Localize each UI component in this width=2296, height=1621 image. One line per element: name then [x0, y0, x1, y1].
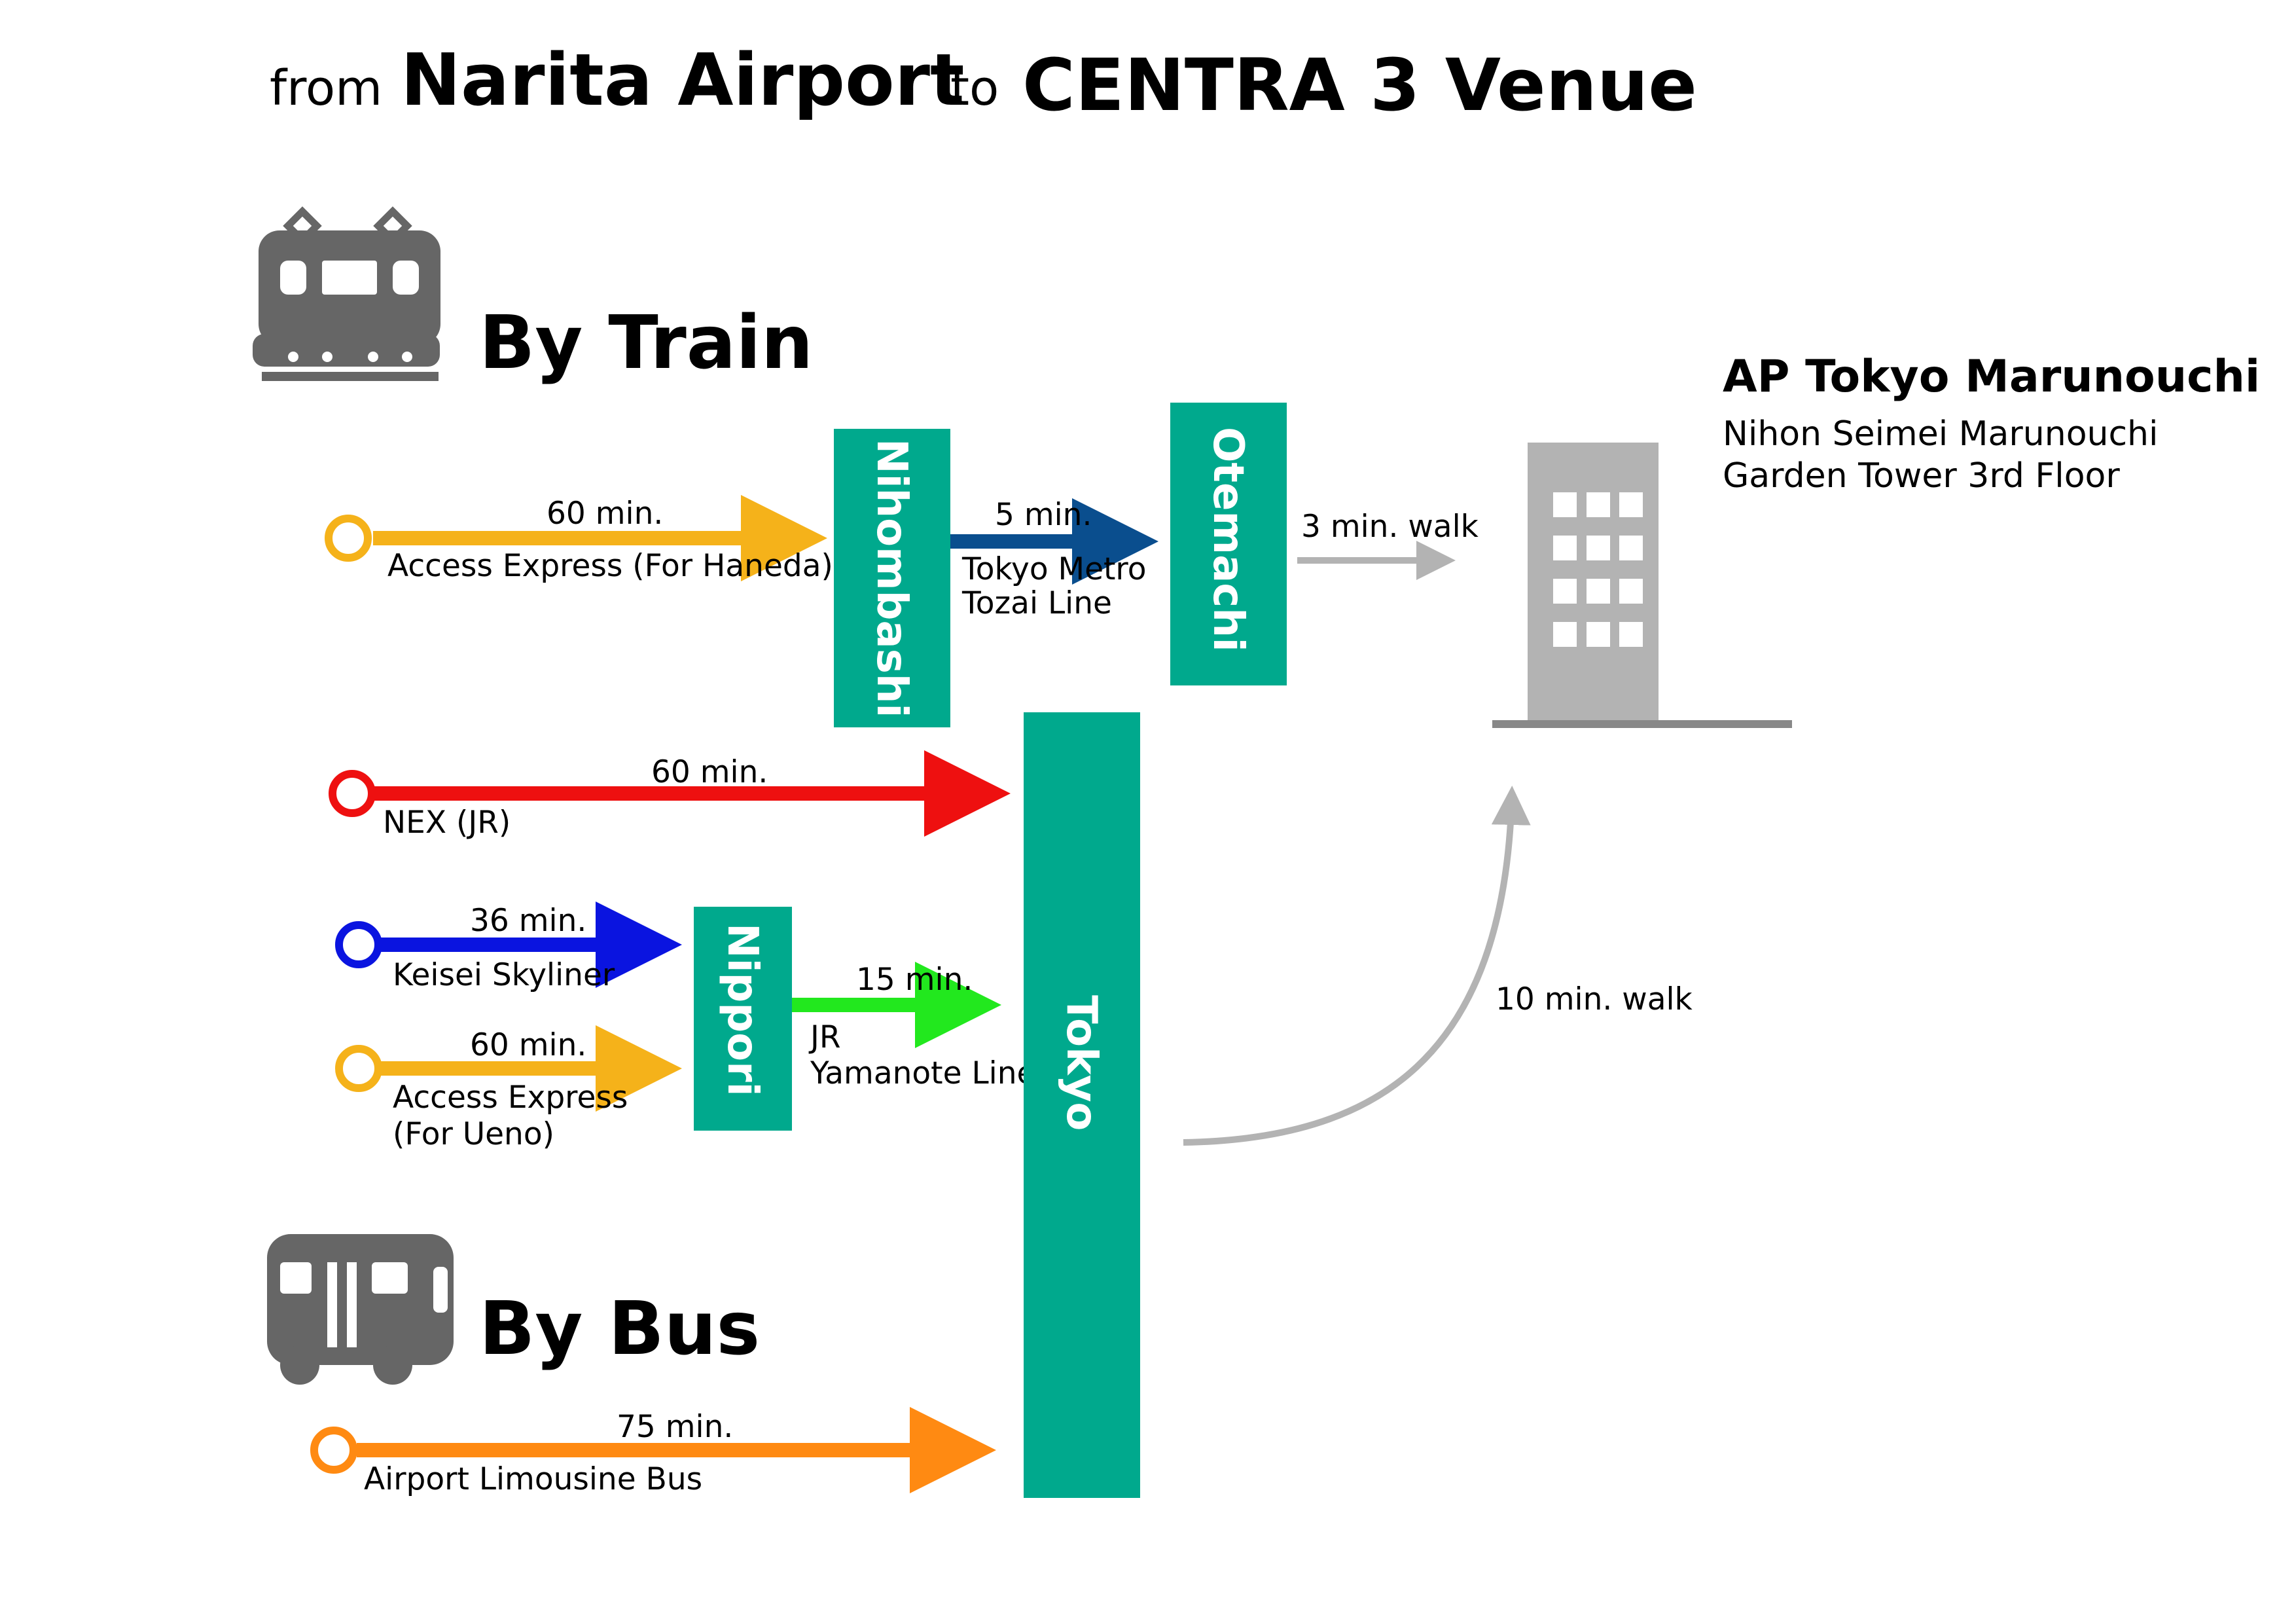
origin-marker	[310, 1427, 357, 1474]
walk-tokyo: 10 min. walk	[1183, 786, 1693, 1146]
train-icon	[253, 206, 440, 381]
origin-marker	[329, 770, 376, 817]
route-name-line1: Tokyo Metro	[961, 551, 1146, 587]
venue-name: AP Tokyo Marunouchi	[1723, 351, 2260, 403]
route-name: Keisei Skyliner	[393, 957, 615, 993]
route-time: 36 min.	[470, 903, 586, 939]
station-otemachi: Otemachi	[1170, 403, 1287, 685]
route-name: NEX (JR)	[383, 805, 511, 841]
route-time: 60 min.	[470, 1027, 586, 1063]
title-origin: Narita Airport	[401, 38, 965, 122]
route-time: 15 min.	[856, 962, 973, 998]
office-building-icon	[1492, 443, 1792, 728]
route-keisei-skyliner: 36 min. Keisei Skyliner	[335, 902, 682, 993]
route-name: Airport Limousine Bus	[364, 1461, 702, 1497]
route-name-line2: Tozai Line	[961, 585, 1112, 621]
origin-marker	[325, 515, 372, 562]
walk-time: 10 min. walk	[1496, 981, 1693, 1017]
route-time: 60 min.	[547, 496, 663, 532]
route-time: 75 min.	[617, 1409, 733, 1445]
venue-address-line1: Nihon Seimei Marunouchi	[1723, 414, 2158, 454]
station-tokyo: Tokyo	[1024, 712, 1140, 1498]
station-nihombashi: Nihombashi	[834, 429, 950, 727]
route-access-express-haneda: 60 min. Access Express (For Haneda)	[325, 495, 833, 584]
route-name-line2: Yamanote Line	[810, 1055, 1035, 1091]
route-tozai-line: 5 min. Tokyo Metro Tozai Line	[950, 497, 1158, 621]
route-airport-limousine-bus: 75 min. Airport Limousine Bus	[310, 1407, 996, 1497]
station-label: Nippori	[718, 923, 766, 1097]
origin-marker	[335, 1045, 382, 1092]
route-time: 5 min.	[995, 497, 1092, 533]
station-nippori: Nippori	[694, 907, 792, 1131]
venue-address-line2: Garden Tower 3rd Floor	[1723, 456, 2120, 496]
section-by-train: By Train	[479, 301, 813, 386]
title-middle: to	[950, 60, 999, 117]
walk-time: 3 min. walk	[1301, 509, 1479, 545]
station-label: Tokyo	[1057, 995, 1105, 1131]
ground-line	[1492, 720, 1792, 728]
section-by-bus: By Bus	[479, 1286, 760, 1372]
route-name-line2: (For Ueno)	[393, 1116, 554, 1152]
bus-icon	[267, 1234, 454, 1385]
origin-marker	[335, 921, 382, 968]
route-name-line1: Access Express	[393, 1080, 628, 1116]
title-destination: CENTRA 3 Venue	[1022, 43, 1697, 127]
route-name: Access Express (For Haneda)	[387, 548, 833, 584]
route-nex: 60 min. NEX (JR)	[329, 750, 1011, 841]
title: from Narita Airport to CENTRA 3 Venue	[270, 38, 1697, 127]
route-name-line1: JR	[808, 1019, 841, 1055]
route-yamanote-line: 15 min. JR Yamanote Line	[791, 962, 1035, 1091]
station-label: Nihombashi	[867, 439, 916, 718]
station-label: Otemachi	[1204, 427, 1252, 652]
walk-otemachi: 3 min. walk	[1297, 509, 1479, 580]
route-access-express-ueno: 60 min. Access Express (For Ueno)	[335, 1025, 682, 1152]
route-time: 60 min.	[651, 754, 768, 790]
venue-info: AP Tokyo Marunouchi Nihon Seimei Marunou…	[1723, 351, 2260, 496]
title-prefix: from	[270, 60, 382, 117]
